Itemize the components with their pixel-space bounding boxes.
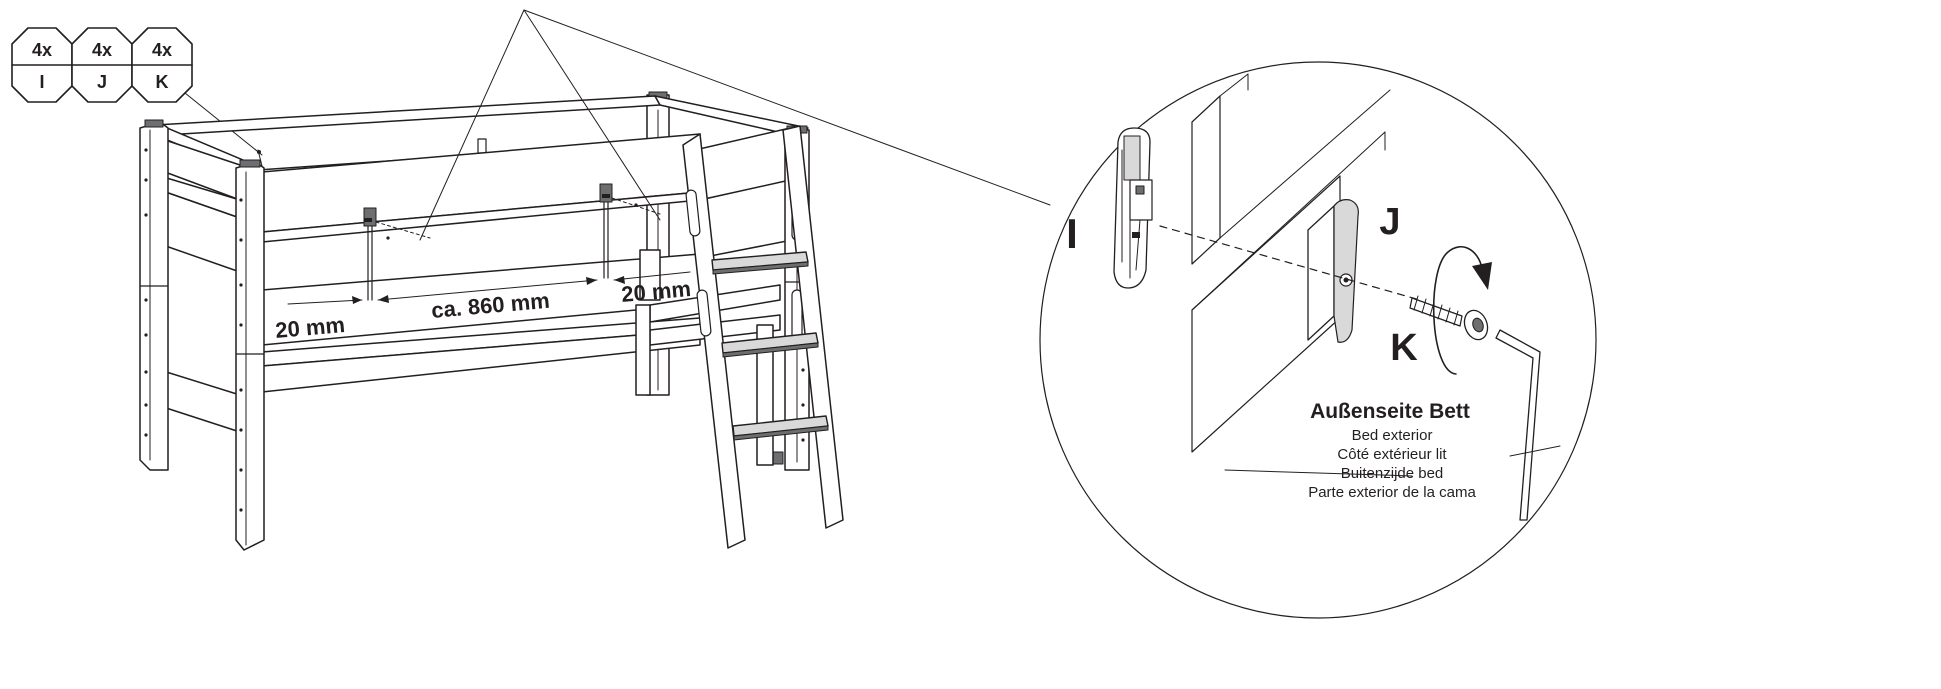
dimension-left-gap: 20 mm xyxy=(274,312,346,343)
part-k-screw xyxy=(1409,295,1489,341)
label-j: J xyxy=(1379,201,1400,243)
dimension-markers xyxy=(287,271,691,305)
callout-lines xyxy=(419,9,1051,241)
connector-rod-right xyxy=(599,183,613,279)
exterior-title: Außenseite Bett xyxy=(1310,400,1470,423)
parts-badge: 4x I 4x J 4x K xyxy=(11,27,263,156)
ladder xyxy=(682,125,844,549)
part-k-quantity: 4x xyxy=(152,40,172,60)
assembly-axis xyxy=(1159,225,1421,301)
part-i-clip xyxy=(1113,127,1153,289)
detail-view: I J K Außenseite Bett Bed exterior Côté … xyxy=(1039,61,1597,619)
exterior-translation-nl: Buitenzijde bed xyxy=(1341,465,1444,482)
mid-back-post xyxy=(477,138,487,154)
part-badge-j: 4x J xyxy=(71,27,133,103)
front-rails xyxy=(261,133,701,393)
rotation-arrow-icon xyxy=(1432,246,1492,375)
wood-panel xyxy=(1191,73,1391,453)
front-left-post xyxy=(235,159,265,551)
detail-circle xyxy=(1039,61,1597,619)
dimension-right-gap: 20 mm xyxy=(620,276,692,307)
part-i-quantity: 4x xyxy=(32,40,52,60)
label-k: K xyxy=(1390,327,1418,369)
allen-key-icon xyxy=(1495,329,1541,521)
part-i-letter: I xyxy=(39,72,44,92)
left-rear-post xyxy=(139,119,169,471)
exterior-translation-fr: Côté extérieur lit xyxy=(1337,446,1447,463)
loft-bed xyxy=(139,91,844,551)
connector-rod-left xyxy=(363,207,377,301)
right-end-frame xyxy=(649,127,793,346)
part-j-quantity: 4x xyxy=(92,40,112,60)
part-badge-i: 4x I xyxy=(11,27,73,103)
left-end-frame xyxy=(159,139,241,433)
exterior-translation-es: Parte exterior de la cama xyxy=(1308,484,1476,501)
part-badge-k: 4x K xyxy=(131,27,193,103)
exterior-label-leader xyxy=(1509,445,1561,457)
part-j-bracket xyxy=(1307,199,1359,343)
label-i: I xyxy=(1066,210,1078,257)
exterior-translation-en: Bed exterior xyxy=(1352,427,1433,444)
part-j-letter: J xyxy=(97,72,107,92)
part-k-letter: K xyxy=(156,72,169,92)
